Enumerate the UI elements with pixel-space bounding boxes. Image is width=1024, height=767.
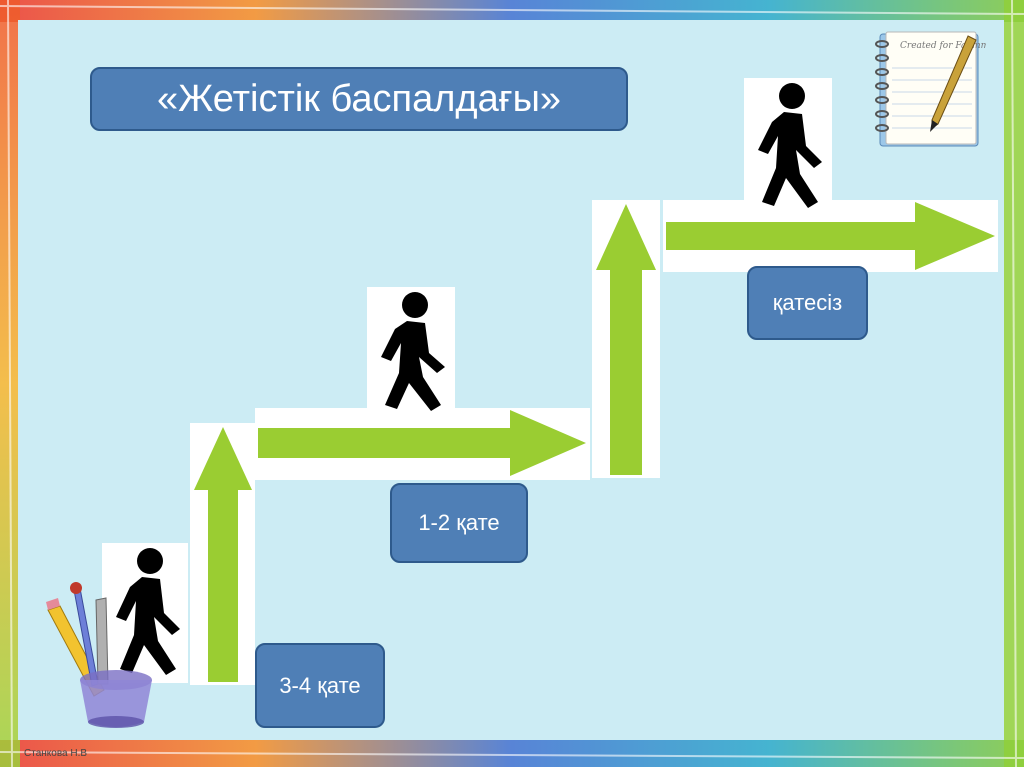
author-credit: Станкова Н.В (24, 748, 88, 759)
arrow-right-1 (258, 410, 586, 476)
arrow-up-1 (194, 427, 252, 682)
notebook-clipart-icon: Created for Fabmm Desktop (875, 31, 986, 147)
arrow-right-2 (666, 202, 995, 270)
step-label-1-text: 3-4 қате (279, 672, 361, 698)
walker-tile-3 (744, 78, 832, 218)
step-label-2-text: 1-2 қате (418, 510, 500, 535)
step-label-1: 3-4 қате (255, 643, 385, 728)
walking-person-icon (116, 548, 180, 675)
step-label-3: қатесіз (747, 266, 868, 340)
arrow-up-2 (596, 204, 656, 475)
walker-tile-1 (102, 543, 188, 683)
svg-text:Created for Fabmm Desktop: Created for Fabmm Desktop (900, 41, 986, 51)
walking-person-icon (381, 292, 445, 411)
page-title-text: «Жетістік баспалдағы» (156, 77, 562, 120)
step-label-3-text: қатесіз (772, 290, 843, 315)
walker-tile-2 (367, 287, 455, 417)
walking-person-icon (758, 83, 822, 208)
page-title: «Жетістік баспалдағы» (90, 67, 628, 131)
pencil-cup-clipart-icon (46, 582, 152, 728)
step-label-2: 1-2 қате (390, 483, 528, 563)
